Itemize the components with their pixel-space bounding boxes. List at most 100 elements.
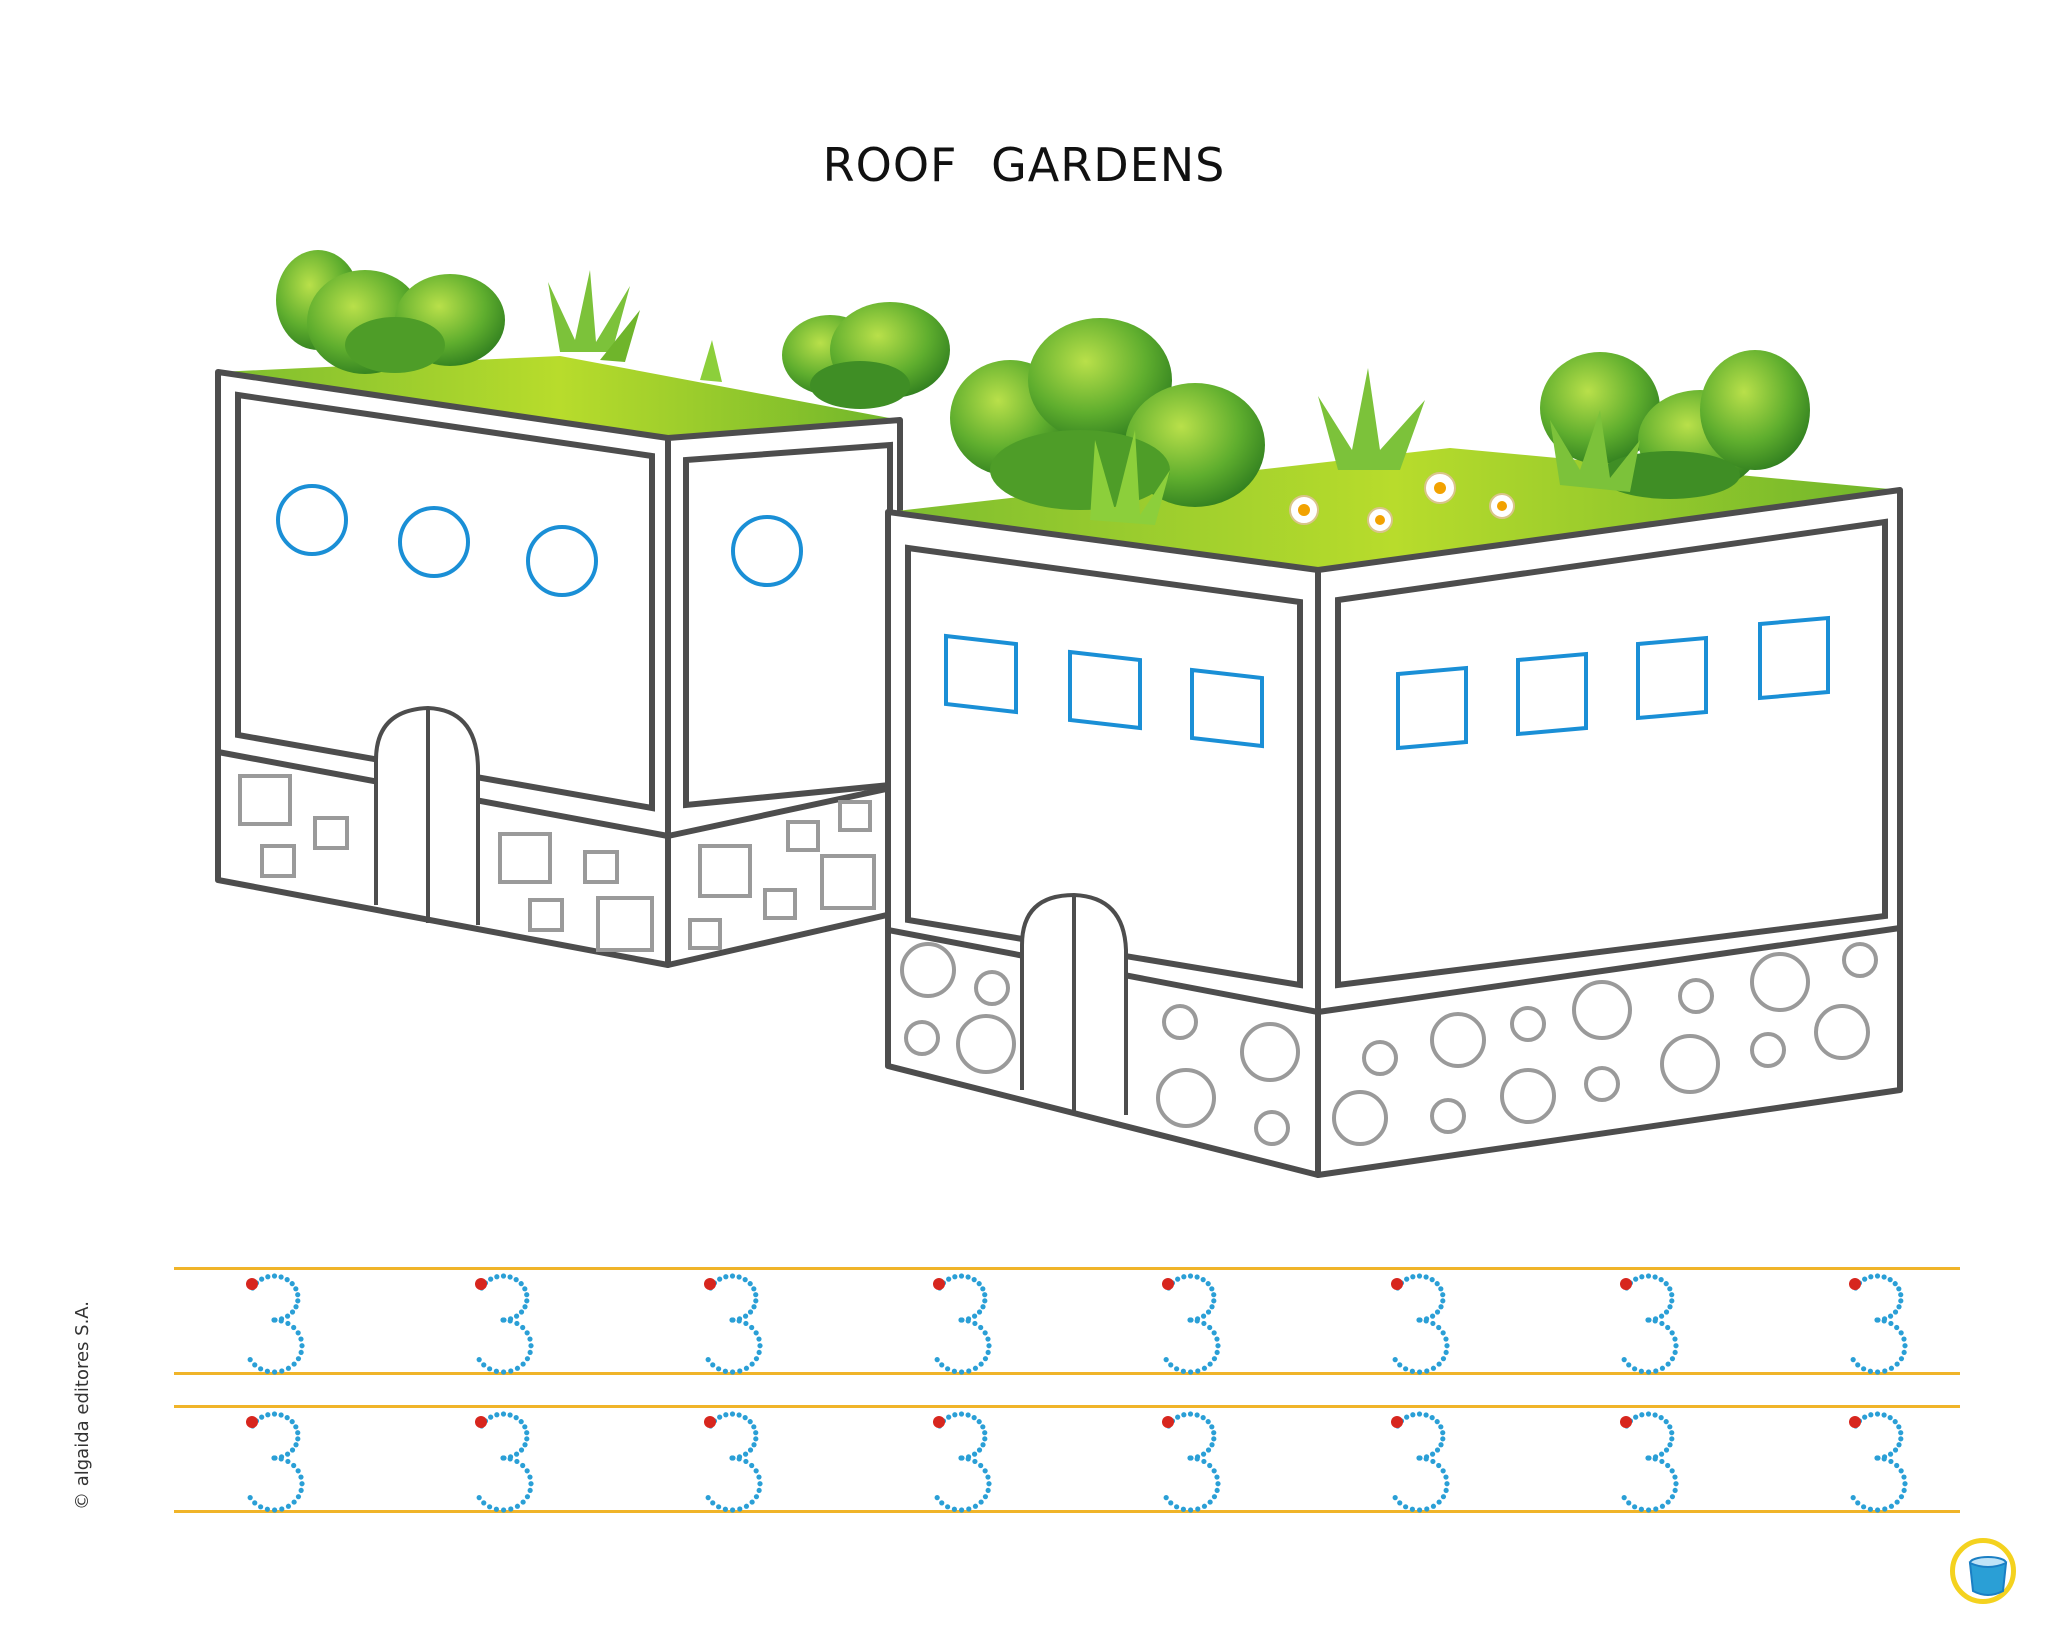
trace-dot [295, 1494, 302, 1500]
trace-dot [1194, 1412, 1200, 1418]
trace-dot [1652, 1456, 1658, 1462]
trace-dot [1443, 1349, 1449, 1356]
trace-dot [710, 1500, 716, 1506]
trace-dot [1440, 1430, 1446, 1436]
trace-dot [756, 1487, 762, 1494]
trace-dot [1892, 1447, 1899, 1453]
trace-dot [1416, 1455, 1422, 1461]
trace-dot [299, 1481, 305, 1487]
trace-dot [1672, 1487, 1678, 1494]
trace-dot [1672, 1336, 1678, 1342]
trace-dot [1436, 1361, 1442, 1367]
trace-dot [1898, 1298, 1904, 1304]
trace-dot [1888, 1503, 1895, 1509]
trace-dot [527, 1336, 533, 1342]
trace-dot [982, 1430, 988, 1436]
trace-dot [1667, 1304, 1673, 1310]
trace-dot [291, 1361, 297, 1367]
trace-dot [264, 1368, 270, 1374]
trace-dot [1659, 1503, 1666, 1509]
trace-dot [756, 1474, 762, 1480]
trace-dot [753, 1330, 759, 1336]
trace-dot [265, 1274, 271, 1280]
trace-dot [751, 1286, 757, 1292]
trace-dot [756, 1336, 762, 1342]
trace-dot [278, 1412, 284, 1418]
trace-dot [1438, 1424, 1444, 1430]
trace-dot [1888, 1365, 1895, 1371]
trace-dot [1174, 1366, 1180, 1372]
trace-dot [291, 1462, 297, 1469]
trace-dot [1438, 1442, 1444, 1448]
left-roof-grass [218, 356, 900, 438]
trace-dot [289, 1309, 296, 1315]
start-dot [1162, 1416, 1174, 1428]
trace-dot [295, 1468, 301, 1474]
trace-dot [1205, 1447, 1212, 1453]
trace-digit-3 [475, 1273, 534, 1375]
trace-dot [1894, 1324, 1900, 1331]
trace-dot [1180, 1368, 1186, 1374]
trace-dot [1862, 1276, 1868, 1282]
trace-dot [507, 1274, 513, 1280]
trace-dot [965, 1274, 971, 1280]
trace-dot [295, 1436, 301, 1442]
trace-dot [527, 1349, 533, 1356]
paint-pot-icon [1968, 1556, 2008, 1596]
trace-dot [507, 1318, 513, 1324]
trace-dot [753, 1494, 760, 1500]
trace-dot [493, 1506, 499, 1512]
trace-dot [1621, 1357, 1627, 1363]
trace-dot [1409, 1368, 1415, 1374]
trace-dot [1207, 1361, 1213, 1367]
left-roof-bushes [276, 250, 950, 409]
trace-dot [524, 1436, 530, 1442]
trace-dot [524, 1298, 530, 1304]
trace-digit-3 [1620, 1273, 1679, 1375]
trace-dot [747, 1309, 754, 1315]
trace-dot [742, 1277, 748, 1283]
trace-dot [1417, 1507, 1423, 1513]
trace-dot [743, 1503, 750, 1509]
trace-dot [1214, 1336, 1220, 1342]
trace-dot [1665, 1499, 1671, 1505]
trace-dot [742, 1415, 748, 1421]
trace-dot [966, 1506, 972, 1512]
trace-dot [520, 1499, 526, 1505]
trace-dot [1658, 1415, 1664, 1421]
trace-dot [1658, 1451, 1665, 1457]
trace-dot [1887, 1313, 1894, 1319]
trace-dot [1163, 1357, 1169, 1363]
trace-dot [1665, 1462, 1671, 1469]
trace-dot [295, 1298, 301, 1304]
trace-dot [298, 1487, 304, 1494]
trace-dot [753, 1468, 759, 1474]
trace-dot [982, 1436, 988, 1442]
trace-dot [934, 1357, 940, 1363]
trace-dot [1195, 1368, 1201, 1374]
trace-dot [1639, 1274, 1645, 1280]
trace-digit-3 [704, 1411, 763, 1513]
trace-dot [1874, 1411, 1881, 1417]
trace-dot [1659, 1458, 1665, 1465]
trace-dot [500, 1317, 506, 1323]
trace-dot [1429, 1313, 1436, 1319]
trace-dot [295, 1330, 301, 1336]
trace-dot [972, 1458, 978, 1465]
trace-dot [1881, 1274, 1887, 1280]
trace-dot [749, 1499, 755, 1505]
trace-dot [743, 1458, 749, 1465]
trace-dot [1201, 1365, 1208, 1371]
trace-digit-3 [1391, 1411, 1450, 1513]
trace-dot [522, 1424, 528, 1430]
trace-dot [1898, 1468, 1904, 1474]
trace-dot [951, 1506, 957, 1512]
trace-dot [1665, 1324, 1671, 1331]
trace-dot [971, 1415, 977, 1421]
trace-dot [1201, 1458, 1207, 1465]
trace-dot [986, 1343, 992, 1349]
trace-dot [1416, 1273, 1423, 1279]
trace-dot [1188, 1507, 1194, 1513]
trace-dot [1194, 1456, 1200, 1462]
trace-dot [1200, 1451, 1207, 1457]
